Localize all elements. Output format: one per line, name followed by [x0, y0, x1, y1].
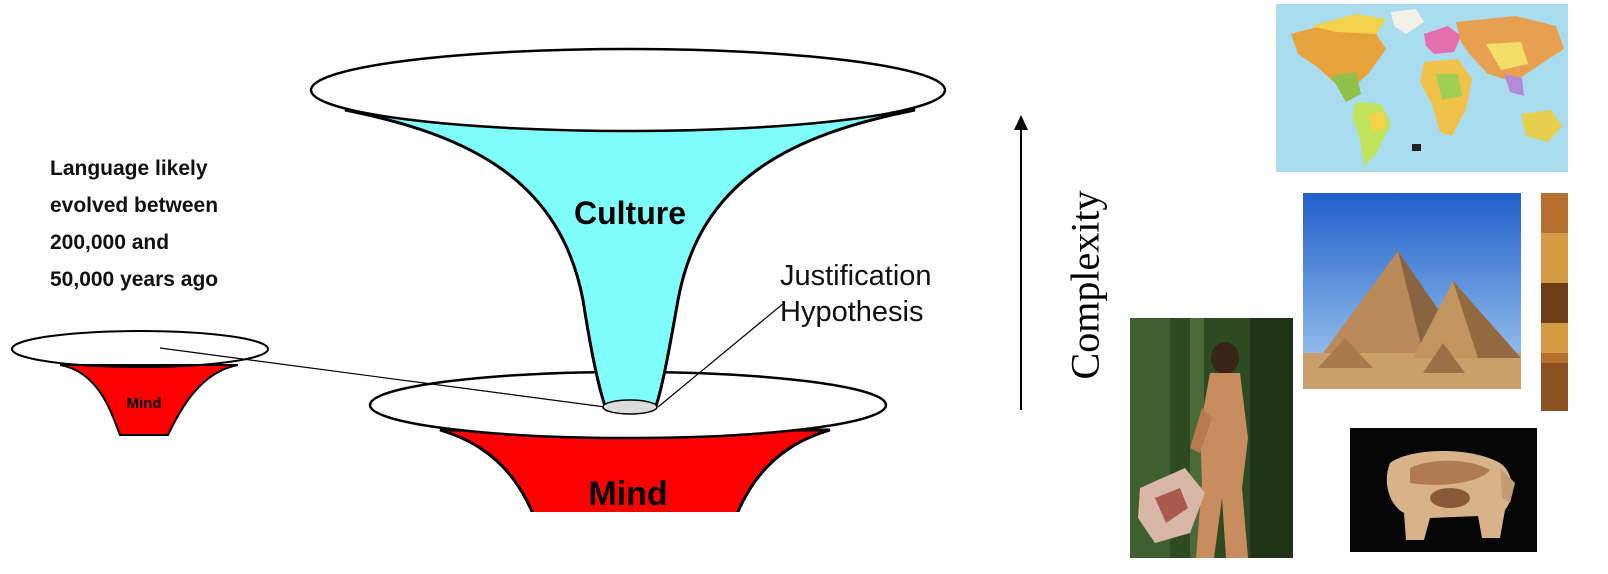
large-mind-cone [439, 428, 831, 512]
pyramids-image [1303, 193, 1521, 389]
large-mind-label: Mind [588, 475, 667, 513]
note-line: evolved between [50, 194, 219, 217]
jh-pointer-line [657, 302, 785, 408]
ivory-mammoth-image [1350, 428, 1537, 552]
hunter-gatherer-image [1130, 318, 1293, 558]
note-line: 50,000 years ago [50, 268, 219, 291]
small-mind-cone [59, 364, 239, 436]
note-line: Language likely [50, 157, 208, 180]
large-mind-funnel: Mind [368, 370, 888, 513]
small-mind-funnel: Mind [11, 330, 269, 436]
jh-marker [602, 399, 658, 415]
arrow-head-icon [1014, 115, 1028, 130]
note-line: 200,000 and [50, 231, 170, 254]
culture-label: Culture [574, 195, 686, 231]
mind-to-jh-line [159, 347, 606, 408]
world-map-image [1276, 4, 1568, 172]
complexity-label: Complexity [1062, 190, 1108, 380]
jh-line: Hypothesis [780, 296, 924, 328]
complexity-arrow [1014, 115, 1028, 410]
justification-connector [159, 302, 785, 415]
small-mind-rim [11, 330, 269, 368]
culture-funnel: Culture [309, 47, 947, 408]
small-mind-label: Mind [127, 395, 162, 412]
culture-rim [309, 47, 947, 133]
justification-hypothesis-label: Justification Hypothesis [780, 258, 932, 330]
language-evolution-note: Language likely evolved between 200,000 … [50, 150, 218, 298]
jh-line: Justification [780, 260, 932, 292]
cave-painting-image [1541, 193, 1568, 411]
